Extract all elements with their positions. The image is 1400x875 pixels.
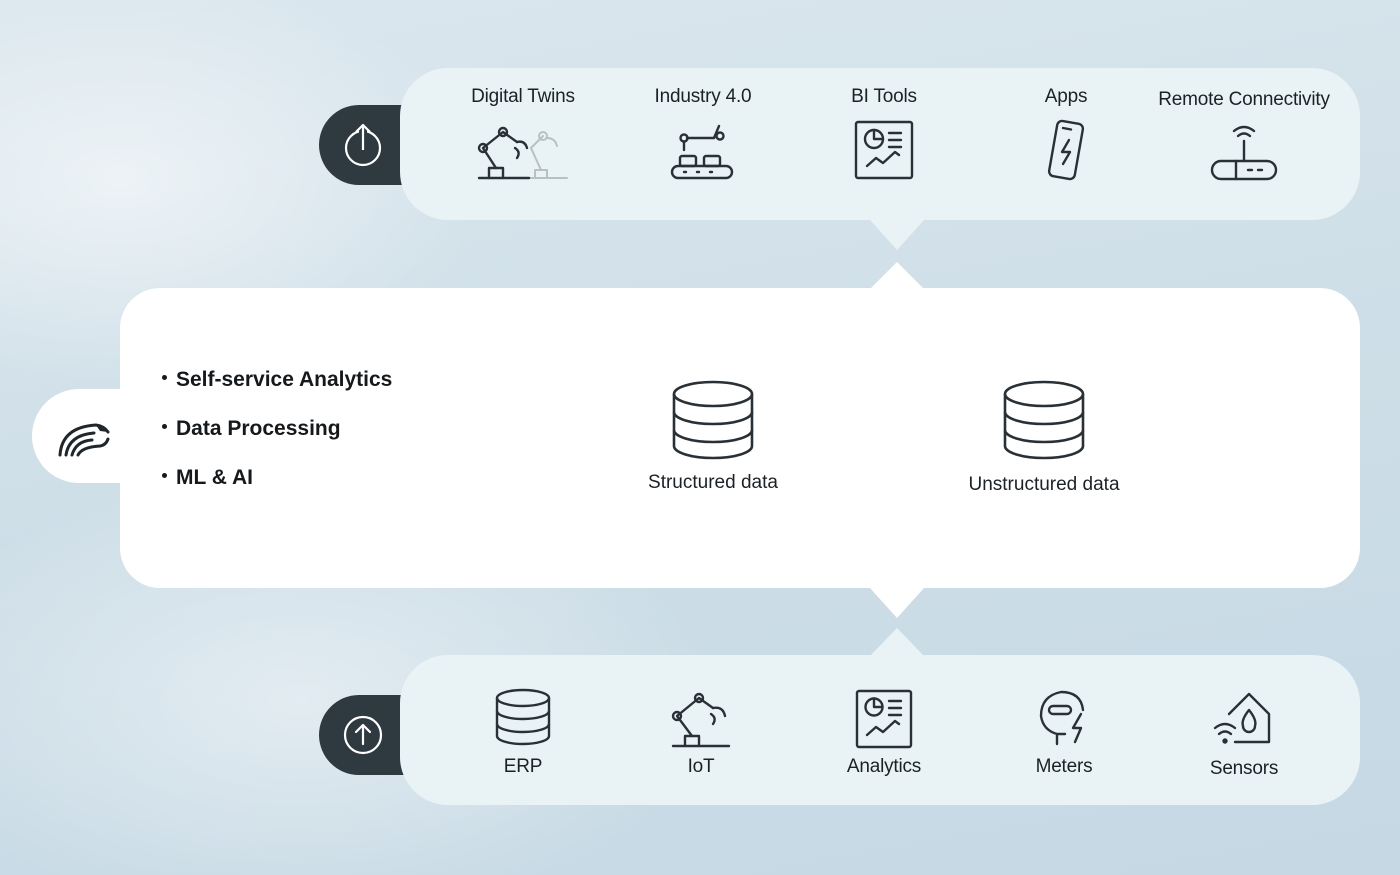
bird-logo-icon	[58, 423, 110, 457]
source-item-iot: IoT	[611, 688, 791, 778]
capability-item: ML & AI	[162, 466, 392, 515]
meter-icon	[1039, 690, 1085, 746]
capability-label: Self-service Analytics	[176, 368, 393, 391]
capabilities-list: Self-service Analytics Data Processing M…	[162, 368, 392, 515]
platform-notch-bottom	[870, 588, 924, 618]
output-label: BI Tools	[851, 86, 917, 107]
platform-notch-top	[870, 262, 924, 289]
output-label: Digital Twins	[471, 86, 575, 107]
source-item-sensors: Sensors	[1154, 688, 1334, 780]
store-unstructured: Unstructured data	[924, 380, 1164, 496]
router-icon	[1210, 125, 1278, 181]
output-label: Apps	[1044, 86, 1088, 107]
database-icon	[672, 380, 754, 460]
output-item-remote-connectivity: Remote Connectivity	[1154, 89, 1334, 185]
store-structured: Structured data	[593, 380, 833, 494]
source-label: Meters	[1035, 756, 1093, 777]
conveyor-icon	[670, 124, 734, 180]
sources-notch	[870, 628, 924, 656]
power-arrow-up-icon	[344, 123, 382, 167]
output-item-apps: Apps	[976, 86, 1156, 184]
source-label: ERP	[503, 756, 543, 777]
dashboard-icon	[854, 120, 914, 180]
source-item-analytics: Analytics	[794, 688, 974, 778]
store-label: Structured data	[648, 472, 778, 493]
source-item-erp: ERP	[433, 688, 613, 778]
output-label: Remote Connectivity	[1158, 89, 1330, 110]
capability-label: ML & AI	[176, 466, 253, 489]
robot-arms-icon	[477, 126, 568, 180]
phone-icon	[1047, 119, 1085, 181]
arrow-up-circle-icon	[343, 715, 383, 755]
store-label: Unstructured data	[968, 474, 1120, 495]
output-item-industry: Industry 4.0	[613, 86, 793, 184]
outputs-notch	[870, 220, 924, 250]
capability-item: Data Processing	[162, 417, 392, 466]
dashboard-icon	[855, 689, 913, 749]
capability-label: Data Processing	[176, 417, 341, 440]
capability-item: Self-service Analytics	[162, 368, 392, 417]
source-label: Sensors	[1209, 758, 1279, 779]
robot-arm-icon	[671, 692, 731, 748]
source-item-meters: Meters	[974, 688, 1154, 778]
sensor-icon	[1213, 692, 1271, 744]
output-item-digital-twins: Digital Twins	[433, 86, 613, 184]
output-item-bi-tools: BI Tools	[794, 86, 974, 184]
source-label: IoT	[687, 756, 715, 777]
database-icon	[495, 688, 551, 746]
source-label: Analytics	[846, 756, 922, 777]
output-label: Industry 4.0	[654, 86, 752, 107]
database-icon	[1003, 380, 1085, 460]
